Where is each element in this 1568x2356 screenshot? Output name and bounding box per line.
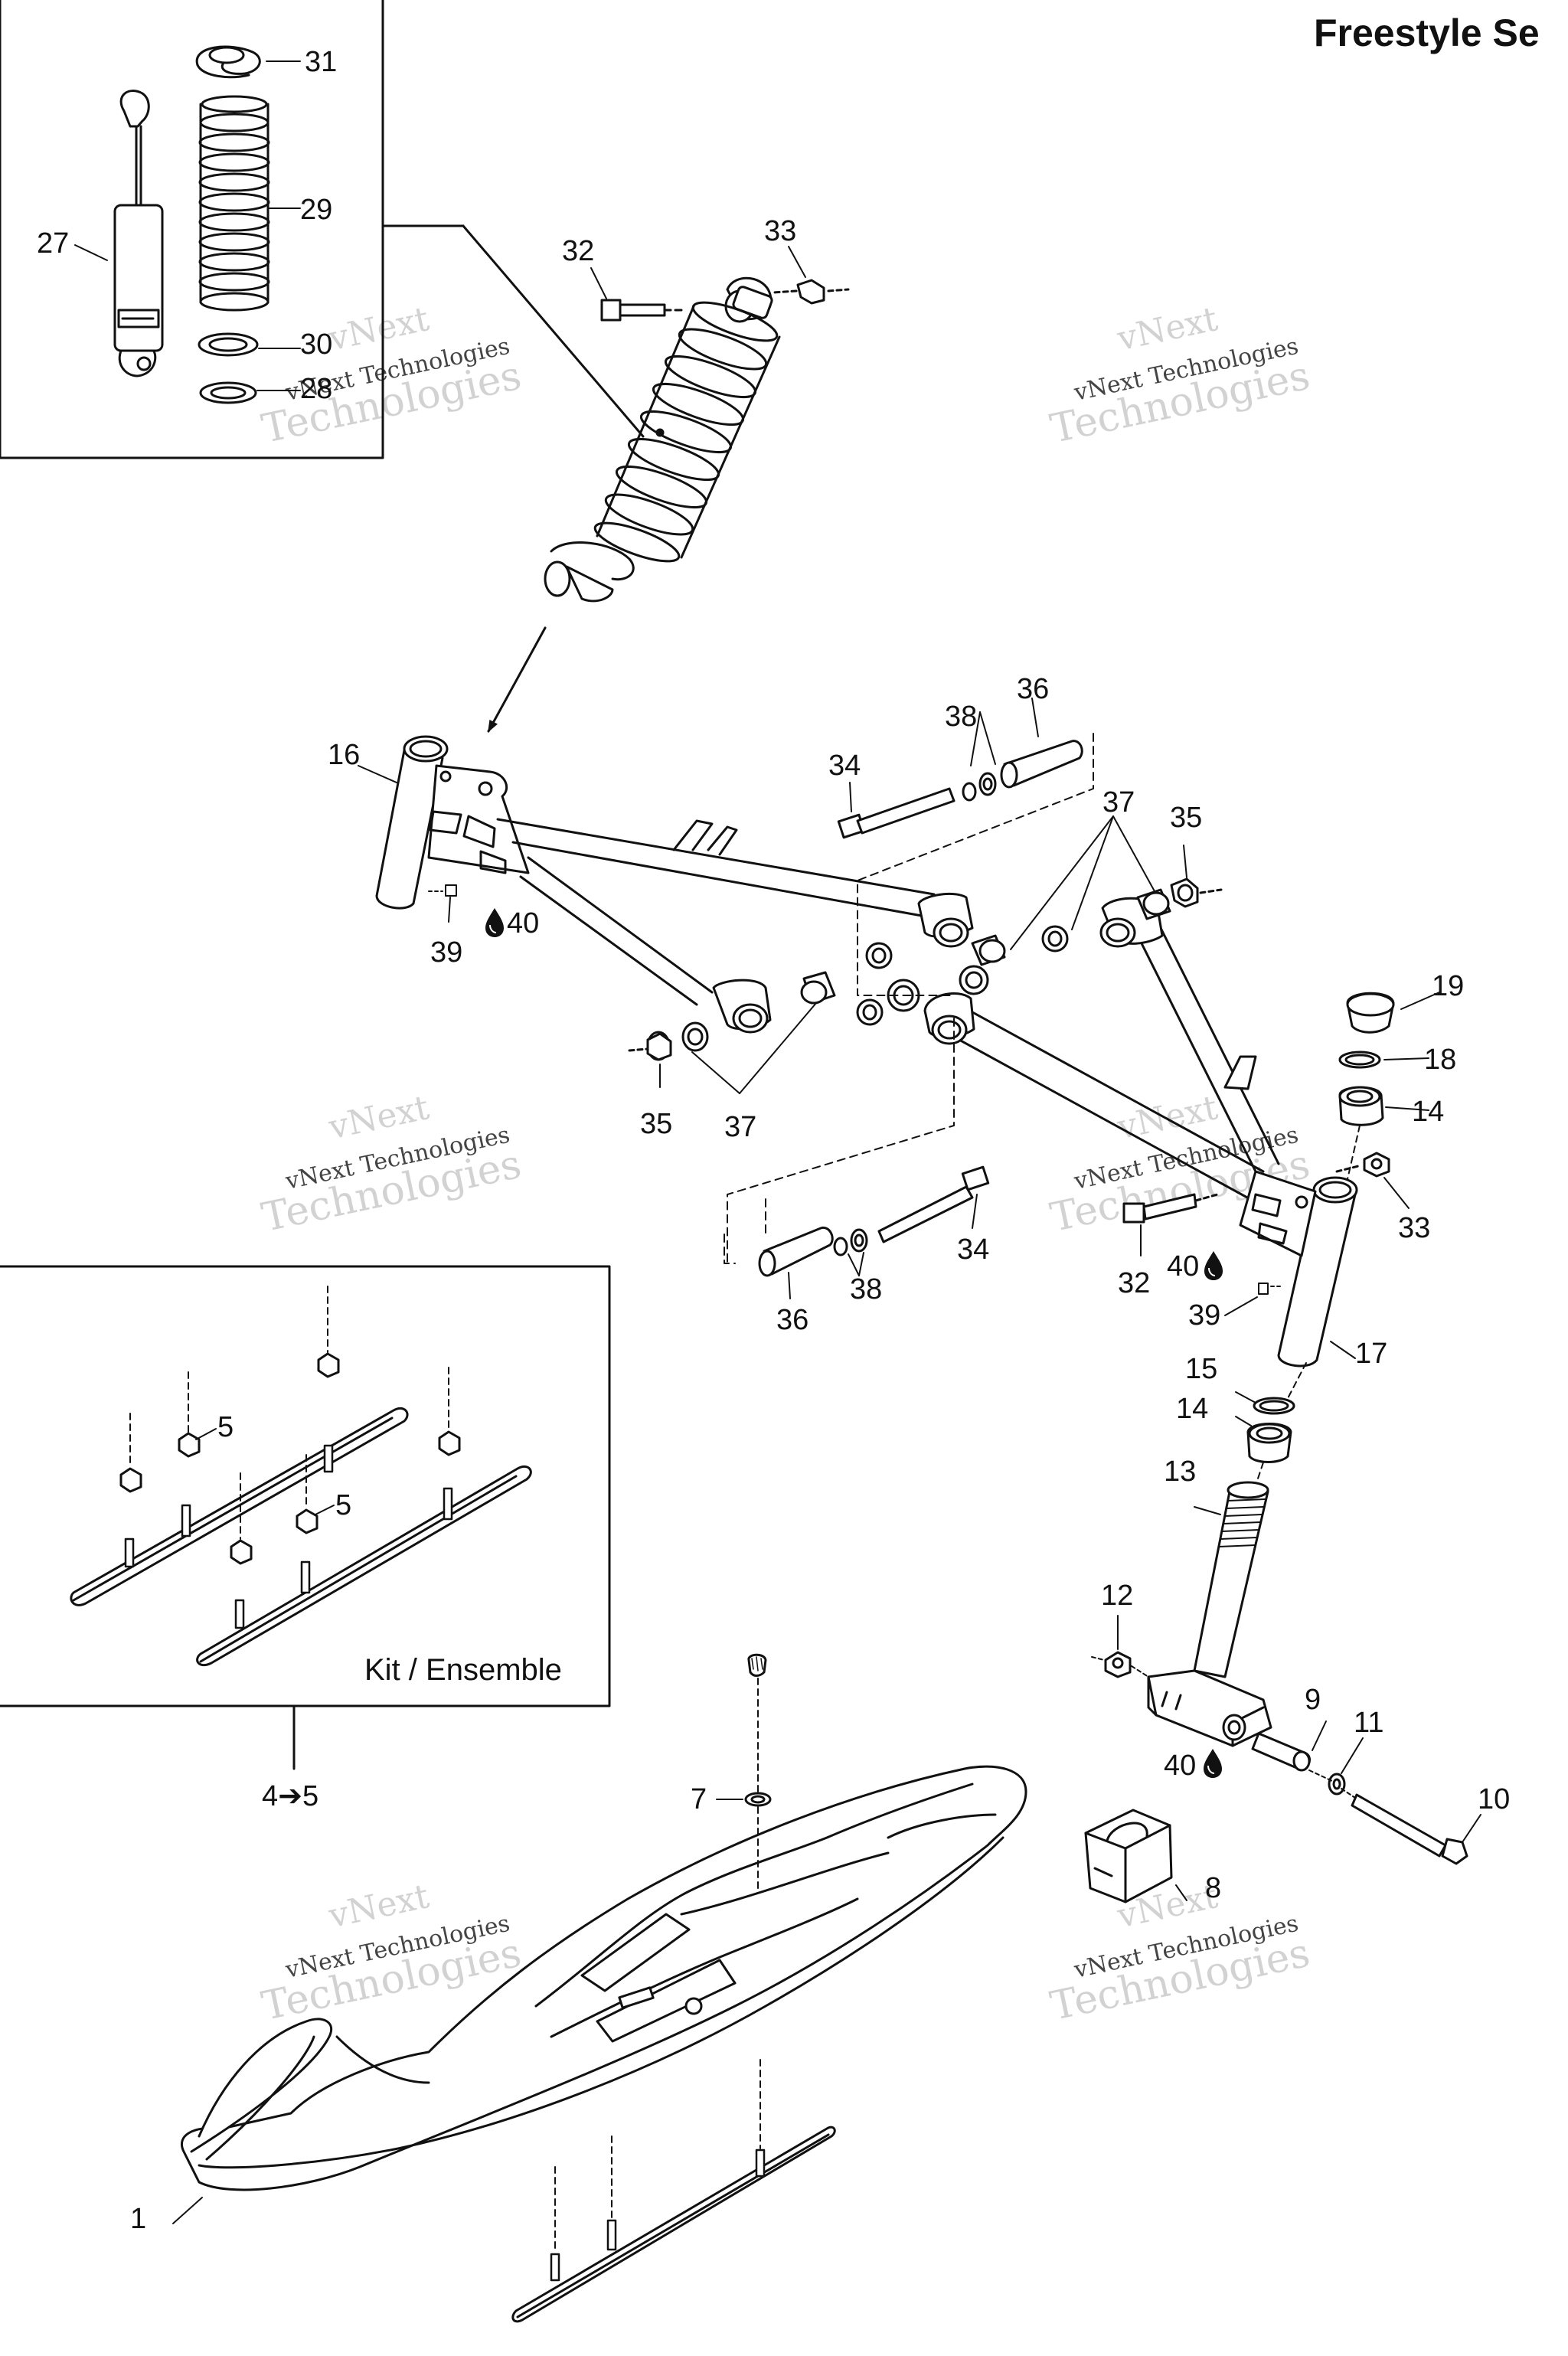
carbide-runners [70, 1286, 532, 1667]
callout-19: 19 [1432, 970, 1464, 1002]
shock-detail-box [0, 0, 645, 459]
grease-fitting-right [1224, 1283, 1284, 1316]
callout-8: 8 [1205, 1872, 1221, 1904]
callout-38: 38 [945, 701, 977, 733]
callout-18: 18 [1424, 1044, 1456, 1076]
spindle-nut-12 [1091, 1615, 1149, 1678]
grease-drop-icon [485, 908, 504, 937]
callout-37: 37 [724, 1111, 756, 1143]
callout-11: 11 [1354, 1707, 1383, 1739]
callout-1: 1 [130, 2203, 146, 2235]
callout-31: 31 [305, 46, 337, 78]
callout-39: 39 [1188, 1299, 1220, 1332]
callout-15: 15 [1185, 1353, 1217, 1385]
callout-5: 5 [335, 1489, 351, 1521]
spindle-nut-right [1335, 1152, 1410, 1209]
watermark-vnext: vNext [1113, 299, 1221, 359]
callout-17: 17 [1355, 1338, 1387, 1370]
spring-seat-inner [208, 337, 248, 352]
spindle-bolt-right [1122, 1193, 1219, 1256]
ski-nut-part [716, 1653, 772, 1892]
callout-38: 38 [850, 1273, 882, 1305]
callout-10: 10 [1478, 1783, 1510, 1815]
callout-36: 36 [776, 1304, 808, 1336]
washer-inner [210, 386, 247, 400]
spring-stopper-part [195, 45, 261, 79]
shock-bolt-part [590, 267, 687, 322]
shock-nut-part [772, 246, 850, 305]
callout-30: 30 [300, 328, 332, 361]
callout-36: 36 [1017, 673, 1049, 705]
callout-13: 13 [1164, 1456, 1196, 1488]
callout-14: 14 [1412, 1096, 1444, 1128]
watermark-vnext: vNext [325, 1877, 433, 1936]
callout-9: 9 [1305, 1684, 1321, 1716]
callout-27: 27 [37, 227, 69, 260]
callout-5: 5 [217, 1411, 234, 1443]
ski-stopper-part [1084, 1809, 1187, 1903]
callout-12: 12 [1101, 1580, 1133, 1612]
pivot-shaft-upper [837, 740, 1083, 839]
page-title: Freestyle Se [1314, 11, 1540, 54]
leader-lines-main [358, 698, 1356, 1359]
watermarks: vNext vNext Technologies Technologies vN… [258, 299, 1314, 2030]
spring-seat-part [198, 332, 259, 357]
ski-part [172, 1765, 1027, 2224]
callout-7: 7 [691, 1783, 707, 1815]
watermark-vnext: vNext [325, 299, 433, 359]
bushings-left [628, 934, 1006, 1061]
callout-37: 37 [1102, 786, 1135, 819]
callout-40: 40 [1167, 1250, 1199, 1283]
spindle-stack [1147, 1362, 1307, 1747]
upper-cap-stack [1338, 992, 1440, 1180]
callout-29: 29 [300, 194, 332, 226]
callout-33: 33 [1398, 1212, 1430, 1244]
shock-assembly [544, 276, 781, 603]
callout-32: 32 [1118, 1267, 1150, 1299]
a-arm-assembly [375, 735, 974, 1034]
callout-34: 34 [957, 1234, 989, 1266]
callout-34: 34 [828, 750, 861, 782]
callout-16: 16 [328, 739, 360, 771]
bushings-right [1041, 877, 1223, 953]
mount-arrow [487, 626, 547, 733]
callout-14: 14 [1176, 1393, 1208, 1425]
grease-drops [485, 908, 1223, 1778]
callout-40: 40 [507, 907, 539, 939]
leader-lines-shock [74, 60, 301, 391]
callout-numbers: 31 29 27 30 28 32 33 16 38 36 34 37 35 3… [37, 46, 1510, 2235]
shock-absorber-part [113, 90, 164, 377]
kit-ensemble-label: Kit / Ensemble [364, 1653, 562, 1687]
kit-box [0, 1265, 611, 1770]
callout-35: 35 [640, 1108, 672, 1140]
grease-drop-icon [1204, 1749, 1222, 1778]
coil-spring-part [198, 95, 270, 312]
grease-drop-icon [1204, 1251, 1223, 1280]
washer-part [199, 381, 257, 404]
callout-35: 35 [1170, 802, 1202, 834]
ski-runner-part [511, 2059, 836, 2323]
callout-28: 28 [300, 373, 332, 405]
callout-33: 33 [764, 215, 796, 247]
callout-32: 32 [562, 235, 594, 267]
callout-40: 40 [1164, 1750, 1196, 1782]
dashed-lines-arm [727, 733, 1094, 1264]
watermark-vnext: vNext [325, 1088, 433, 1148]
grease-fitting-left [428, 884, 457, 923]
ski-bolt-stack [1251, 1720, 1481, 1865]
kit-range-label: 4➔5 [262, 1780, 318, 1812]
pivot-shaft-lower [724, 1165, 990, 1277]
callout-39: 39 [430, 936, 462, 969]
